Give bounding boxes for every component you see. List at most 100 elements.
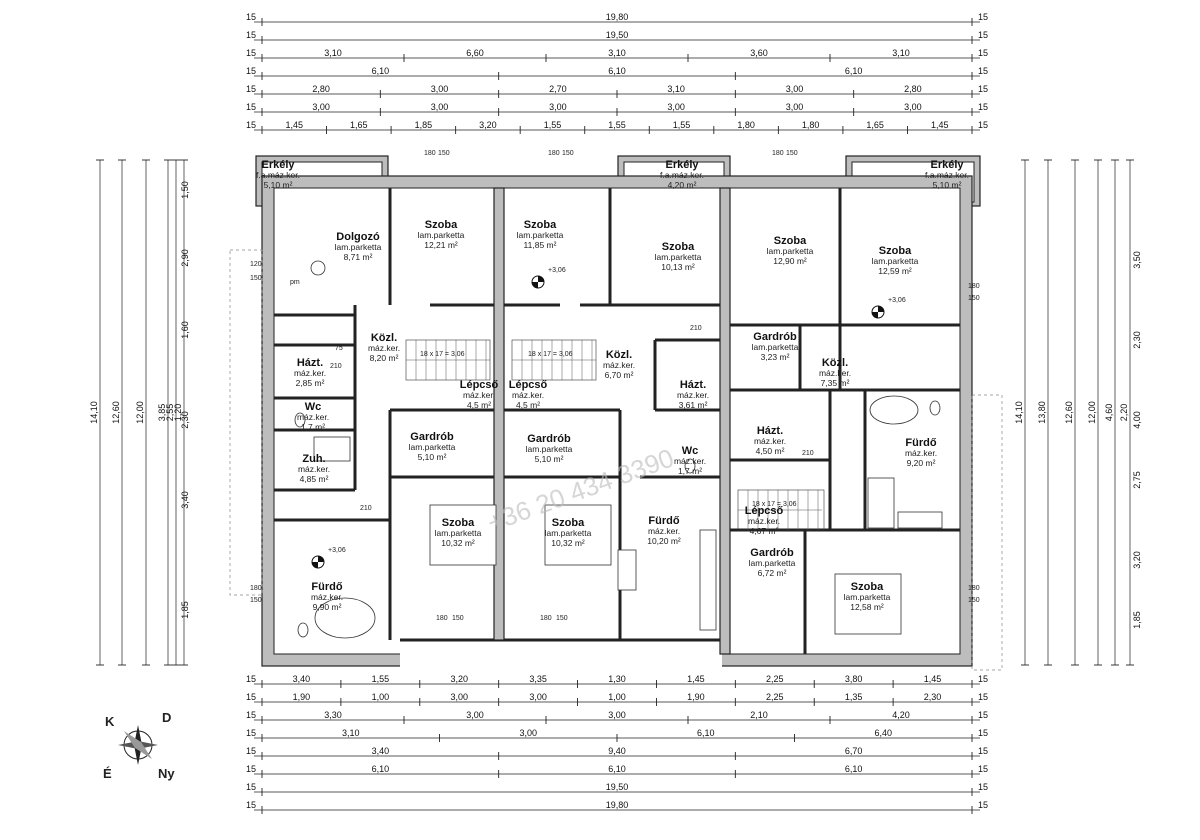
svg-text:180: 180: [968, 283, 980, 290]
room-name: Gardrób: [753, 331, 797, 343]
bed-unit2: [544, 504, 612, 566]
room-name: Szoba: [552, 517, 585, 529]
dim-edge-label: 15: [978, 66, 988, 76]
dim-label: 1,65: [866, 120, 884, 130]
dim-label: 9,40: [608, 746, 626, 756]
dim-label: 3,10: [608, 48, 626, 58]
dim-label: 3,30: [324, 710, 342, 720]
room-area: 1,7 m²: [678, 466, 702, 476]
dim-label: 1,80: [802, 120, 820, 130]
dim-label: 1,55: [673, 120, 691, 130]
svg-text:150: 150: [250, 275, 262, 282]
dim-label: 1,45: [924, 674, 942, 684]
interior-walls: [274, 188, 960, 654]
room-area: 5,10 m²: [535, 454, 564, 464]
room-area: 11,85 m²: [524, 240, 557, 250]
dim-label: 4,00: [1132, 411, 1142, 429]
room-floor: lam.parketta: [767, 246, 814, 256]
room-area: 4,85 m²: [300, 474, 329, 484]
dim-label: 1,85: [415, 120, 433, 130]
room-floor: máz.ker.: [603, 360, 635, 370]
dim-label: 3,40: [372, 746, 390, 756]
room-label: Házt.máz.ker.2,85 m²: [294, 357, 326, 388]
room-area: 12,59 m²: [878, 266, 912, 276]
room-floor: lam.parketta: [526, 444, 573, 454]
terrace-outline-right: [971, 394, 1003, 671]
room-name: Lépcső: [460, 379, 499, 391]
room-area: 4,5 m²: [516, 400, 540, 410]
toilet-wc1: [294, 412, 306, 428]
room-floor: máz.ker.: [463, 390, 495, 400]
room-name: Gardrób: [750, 547, 794, 559]
room-name: Szoba: [879, 245, 912, 257]
dim-edge-label: 15: [978, 728, 988, 738]
dim-label: 14,10: [1014, 401, 1024, 424]
dim-edge-label: 15: [978, 782, 988, 792]
compass-ny: Ny: [158, 766, 175, 781]
bathtub-unit2: [699, 529, 717, 631]
dim-label: 3,40: [293, 674, 311, 684]
room-label: Közl.máz.ker.8,20 m²: [368, 332, 400, 363]
room-floor: lam.parketta: [872, 256, 919, 266]
dim-edge-label: 15: [978, 102, 988, 112]
dim-edge-label: 15: [978, 120, 988, 130]
compass-e: É: [103, 766, 112, 781]
room-name: Házt.: [757, 425, 783, 437]
room-floor: lam.parketta: [749, 558, 796, 568]
room-label: Közl.máz.ker.7,35 m²: [819, 357, 851, 388]
dim-label: 2,25: [766, 674, 784, 684]
room-floor: lam.parketta: [844, 592, 891, 602]
dim-edge-label: 15: [978, 674, 988, 684]
room-floor: máz.ker.: [294, 368, 326, 378]
dim-edge-label: 15: [978, 84, 988, 94]
svg-text:150: 150: [562, 150, 574, 157]
room-name: Zuh.: [302, 453, 325, 465]
dim-edge-label: 15: [246, 12, 256, 22]
stair-treads: [406, 340, 822, 530]
svg-text:180: 180: [436, 615, 448, 622]
room-name: Gardrób: [410, 431, 454, 443]
dim-edge-label: 15: [246, 102, 256, 112]
room-name: Házt.: [680, 379, 706, 391]
dim-edge-label: 15: [978, 800, 988, 810]
dim-label: 12,60: [111, 401, 121, 424]
room-name: Közl.: [822, 357, 848, 369]
svg-text:75: 75: [335, 345, 343, 352]
svg-text:180: 180: [772, 150, 784, 157]
dim-edge-label: 15: [246, 764, 256, 774]
dim-label: 2,70: [549, 84, 567, 94]
room-floor: máz.ker.: [311, 592, 343, 602]
dim-edge-label: 15: [246, 120, 256, 130]
room-label: Zuh.máz.ker.4,85 m²: [298, 453, 330, 484]
dim-label: 2,25: [766, 692, 784, 702]
room-floor: máz.ker.: [297, 412, 329, 422]
dim-label: 6,40: [874, 728, 892, 738]
dim-label: 1,00: [372, 692, 390, 702]
svg-text:210: 210: [330, 363, 342, 370]
room-name: Fürdő: [905, 437, 936, 449]
dim-label: 3,00: [549, 102, 567, 112]
dim-edge-label: 15: [978, 710, 988, 720]
room-area: 12,21 m²: [424, 240, 458, 250]
room-label: Házt.máz.ker.4,50 m²: [754, 425, 786, 456]
svg-text:150: 150: [556, 615, 568, 622]
svg-text:pm: pm: [290, 279, 300, 286]
room-area: 6,72 m²: [758, 568, 787, 578]
dim-label: 6,60: [466, 48, 484, 58]
dim-label: 14,10: [89, 401, 99, 424]
dim-edge-label: 15: [246, 710, 256, 720]
level-mark-3: +3,06: [888, 297, 906, 304]
room-floor: lam.parketta: [545, 528, 592, 538]
room-floor: lam.parketta: [655, 252, 702, 262]
room-area: 8,20 m²: [370, 353, 399, 363]
svg-text:150: 150: [968, 295, 980, 302]
room-name: Dolgozó: [336, 231, 380, 243]
